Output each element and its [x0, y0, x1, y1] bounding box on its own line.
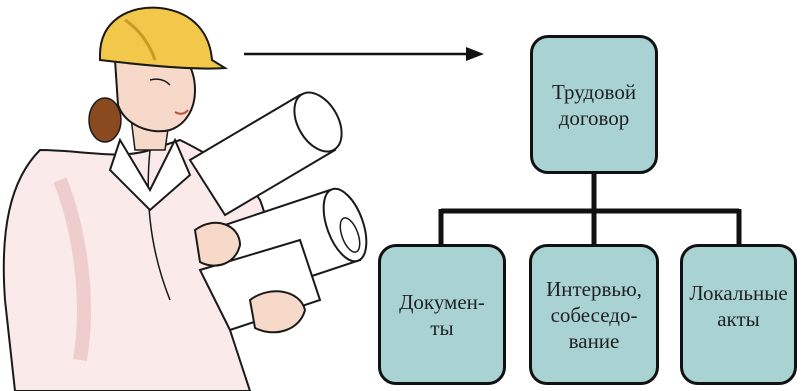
node-documents: Докумен- ты: [378, 244, 506, 385]
node-interview: Интервью, собеседо- вание: [529, 244, 659, 385]
connector-lines: [441, 174, 739, 244]
arrow-right-icon: [244, 47, 484, 61]
node-employment-contract: Трудовой договор: [530, 35, 658, 174]
node-local-acts: Локальные акты: [680, 244, 797, 385]
